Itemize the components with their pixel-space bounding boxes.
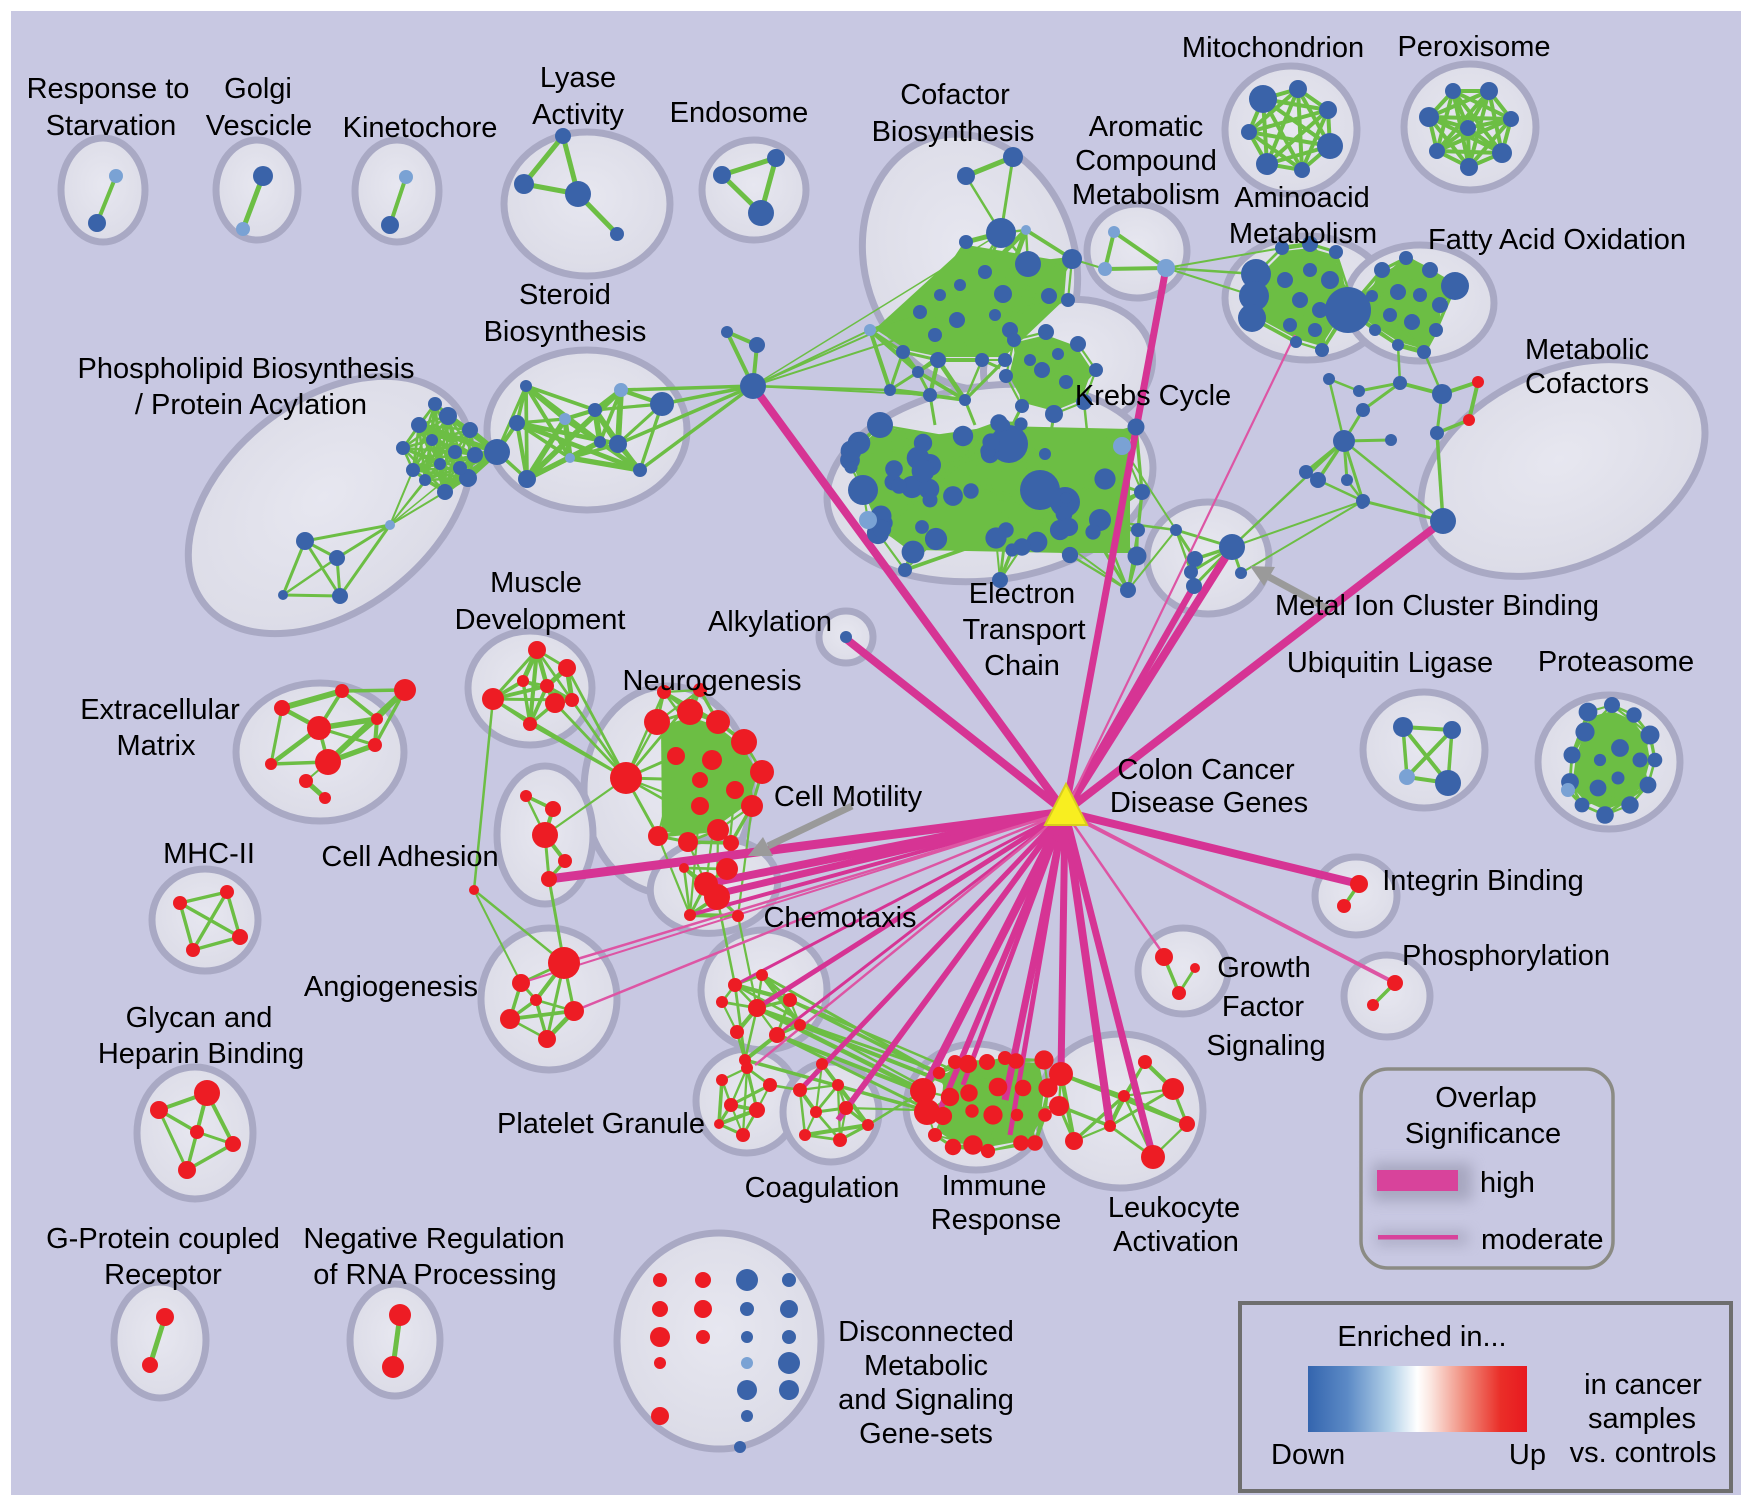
svg-text:of RNA Processing: of RNA Processing	[313, 1259, 556, 1291]
svg-text:Chain: Chain	[984, 650, 1060, 682]
svg-text:Electron: Electron	[969, 578, 1075, 610]
svg-text:Disease Genes: Disease Genes	[1110, 787, 1308, 819]
svg-text:Metabolic: Metabolic	[864, 1350, 988, 1382]
svg-text:G-Protein coupled: G-Protein coupled	[46, 1223, 280, 1255]
svg-text:Activity: Activity	[532, 99, 624, 131]
svg-text:Metal Ion Cluster Binding: Metal Ion Cluster Binding	[1275, 590, 1599, 622]
svg-text:Transport: Transport	[962, 614, 1085, 646]
svg-text:Cell Adhesion: Cell Adhesion	[321, 841, 498, 873]
svg-text:Receptor: Receptor	[104, 1259, 222, 1291]
svg-text:Endosome: Endosome	[670, 97, 809, 129]
svg-text:Proteasome: Proteasome	[1538, 646, 1694, 678]
svg-text:moderate: moderate	[1481, 1224, 1604, 1256]
svg-text:Ubiquitin Ligase: Ubiquitin Ligase	[1287, 647, 1493, 679]
svg-text:MHC-II: MHC-II	[163, 838, 255, 870]
svg-text:Coagulation: Coagulation	[745, 1172, 900, 1204]
svg-text:Phosphorylation: Phosphorylation	[1402, 940, 1610, 972]
svg-text:Biosynthesis: Biosynthesis	[484, 316, 647, 348]
svg-text:Overlap: Overlap	[1435, 1082, 1537, 1114]
svg-text:in cancer: in cancer	[1584, 1369, 1702, 1401]
svg-text:Cofactors: Cofactors	[1525, 368, 1649, 400]
svg-text:samples: samples	[1588, 1403, 1696, 1435]
svg-text:Metabolism: Metabolism	[1229, 218, 1377, 250]
svg-text:Gene-sets: Gene-sets	[859, 1418, 993, 1450]
svg-text:Up: Up	[1509, 1439, 1546, 1471]
svg-text:Steroid: Steroid	[519, 279, 611, 311]
svg-text:Response to: Response to	[27, 73, 190, 105]
svg-text:Platelet Granule: Platelet Granule	[497, 1108, 705, 1140]
svg-text:Aminoacid: Aminoacid	[1234, 182, 1369, 214]
svg-text:Chemotaxis: Chemotaxis	[763, 902, 916, 934]
svg-text:Signaling: Signaling	[1206, 1030, 1325, 1062]
svg-text:Metabolism: Metabolism	[1072, 179, 1220, 211]
svg-text:Phospholipid Biosynthesis: Phospholipid Biosynthesis	[78, 353, 415, 385]
svg-text:Heparin Binding: Heparin Binding	[98, 1038, 304, 1070]
svg-text:Negative Regulation: Negative Regulation	[303, 1223, 564, 1255]
svg-text:Response: Response	[931, 1204, 1062, 1236]
svg-text:Krebs Cycle: Krebs Cycle	[1075, 380, 1231, 412]
svg-text:/ Protein Acylation: / Protein Acylation	[135, 389, 367, 421]
svg-text:Neurogenesis: Neurogenesis	[623, 665, 802, 697]
svg-text:and Signaling: and Signaling	[838, 1384, 1014, 1416]
svg-text:Significance: Significance	[1405, 1118, 1561, 1150]
svg-text:Activation: Activation	[1113, 1226, 1239, 1258]
svg-text:Factor: Factor	[1222, 991, 1305, 1023]
svg-text:Peroxisome: Peroxisome	[1397, 31, 1550, 63]
svg-text:high: high	[1480, 1167, 1535, 1199]
svg-text:Mitochondrion: Mitochondrion	[1182, 32, 1364, 64]
svg-text:Vescicle: Vescicle	[206, 110, 312, 142]
svg-text:Biosynthesis: Biosynthesis	[872, 116, 1035, 148]
svg-text:Kinetochore: Kinetochore	[343, 112, 498, 144]
svg-text:Alkylation: Alkylation	[708, 606, 832, 638]
svg-text:Metabolic: Metabolic	[1525, 334, 1649, 366]
svg-text:Angiogenesis: Angiogenesis	[304, 971, 478, 1003]
svg-text:Muscle: Muscle	[490, 567, 582, 599]
svg-text:Golgi: Golgi	[224, 73, 292, 105]
svg-text:Colon Cancer: Colon Cancer	[1117, 754, 1295, 786]
svg-text:vs. controls: vs. controls	[1570, 1437, 1717, 1469]
svg-text:Immune: Immune	[942, 1170, 1047, 1202]
svg-text:Development: Development	[455, 604, 626, 636]
svg-text:Down: Down	[1271, 1439, 1345, 1471]
svg-text:Integrin Binding: Integrin Binding	[1382, 865, 1584, 897]
svg-text:Aromatic: Aromatic	[1089, 111, 1203, 143]
svg-text:Compound: Compound	[1075, 145, 1217, 177]
svg-text:Matrix: Matrix	[117, 730, 196, 762]
svg-text:Fatty Acid Oxidation: Fatty Acid Oxidation	[1428, 224, 1686, 256]
svg-text:Leukocyte: Leukocyte	[1108, 1192, 1240, 1224]
svg-text:Extracellular: Extracellular	[80, 694, 240, 726]
svg-text:Glycan and: Glycan and	[126, 1002, 273, 1034]
svg-text:Enriched in...: Enriched in...	[1337, 1321, 1506, 1353]
svg-text:Cofactor: Cofactor	[900, 79, 1010, 111]
svg-text:Disconnected: Disconnected	[838, 1316, 1014, 1348]
svg-text:Cell Motility: Cell Motility	[774, 781, 923, 813]
svg-text:Lyase: Lyase	[540, 62, 616, 94]
svg-text:Growth: Growth	[1217, 952, 1310, 984]
svg-text:Starvation: Starvation	[46, 110, 177, 142]
